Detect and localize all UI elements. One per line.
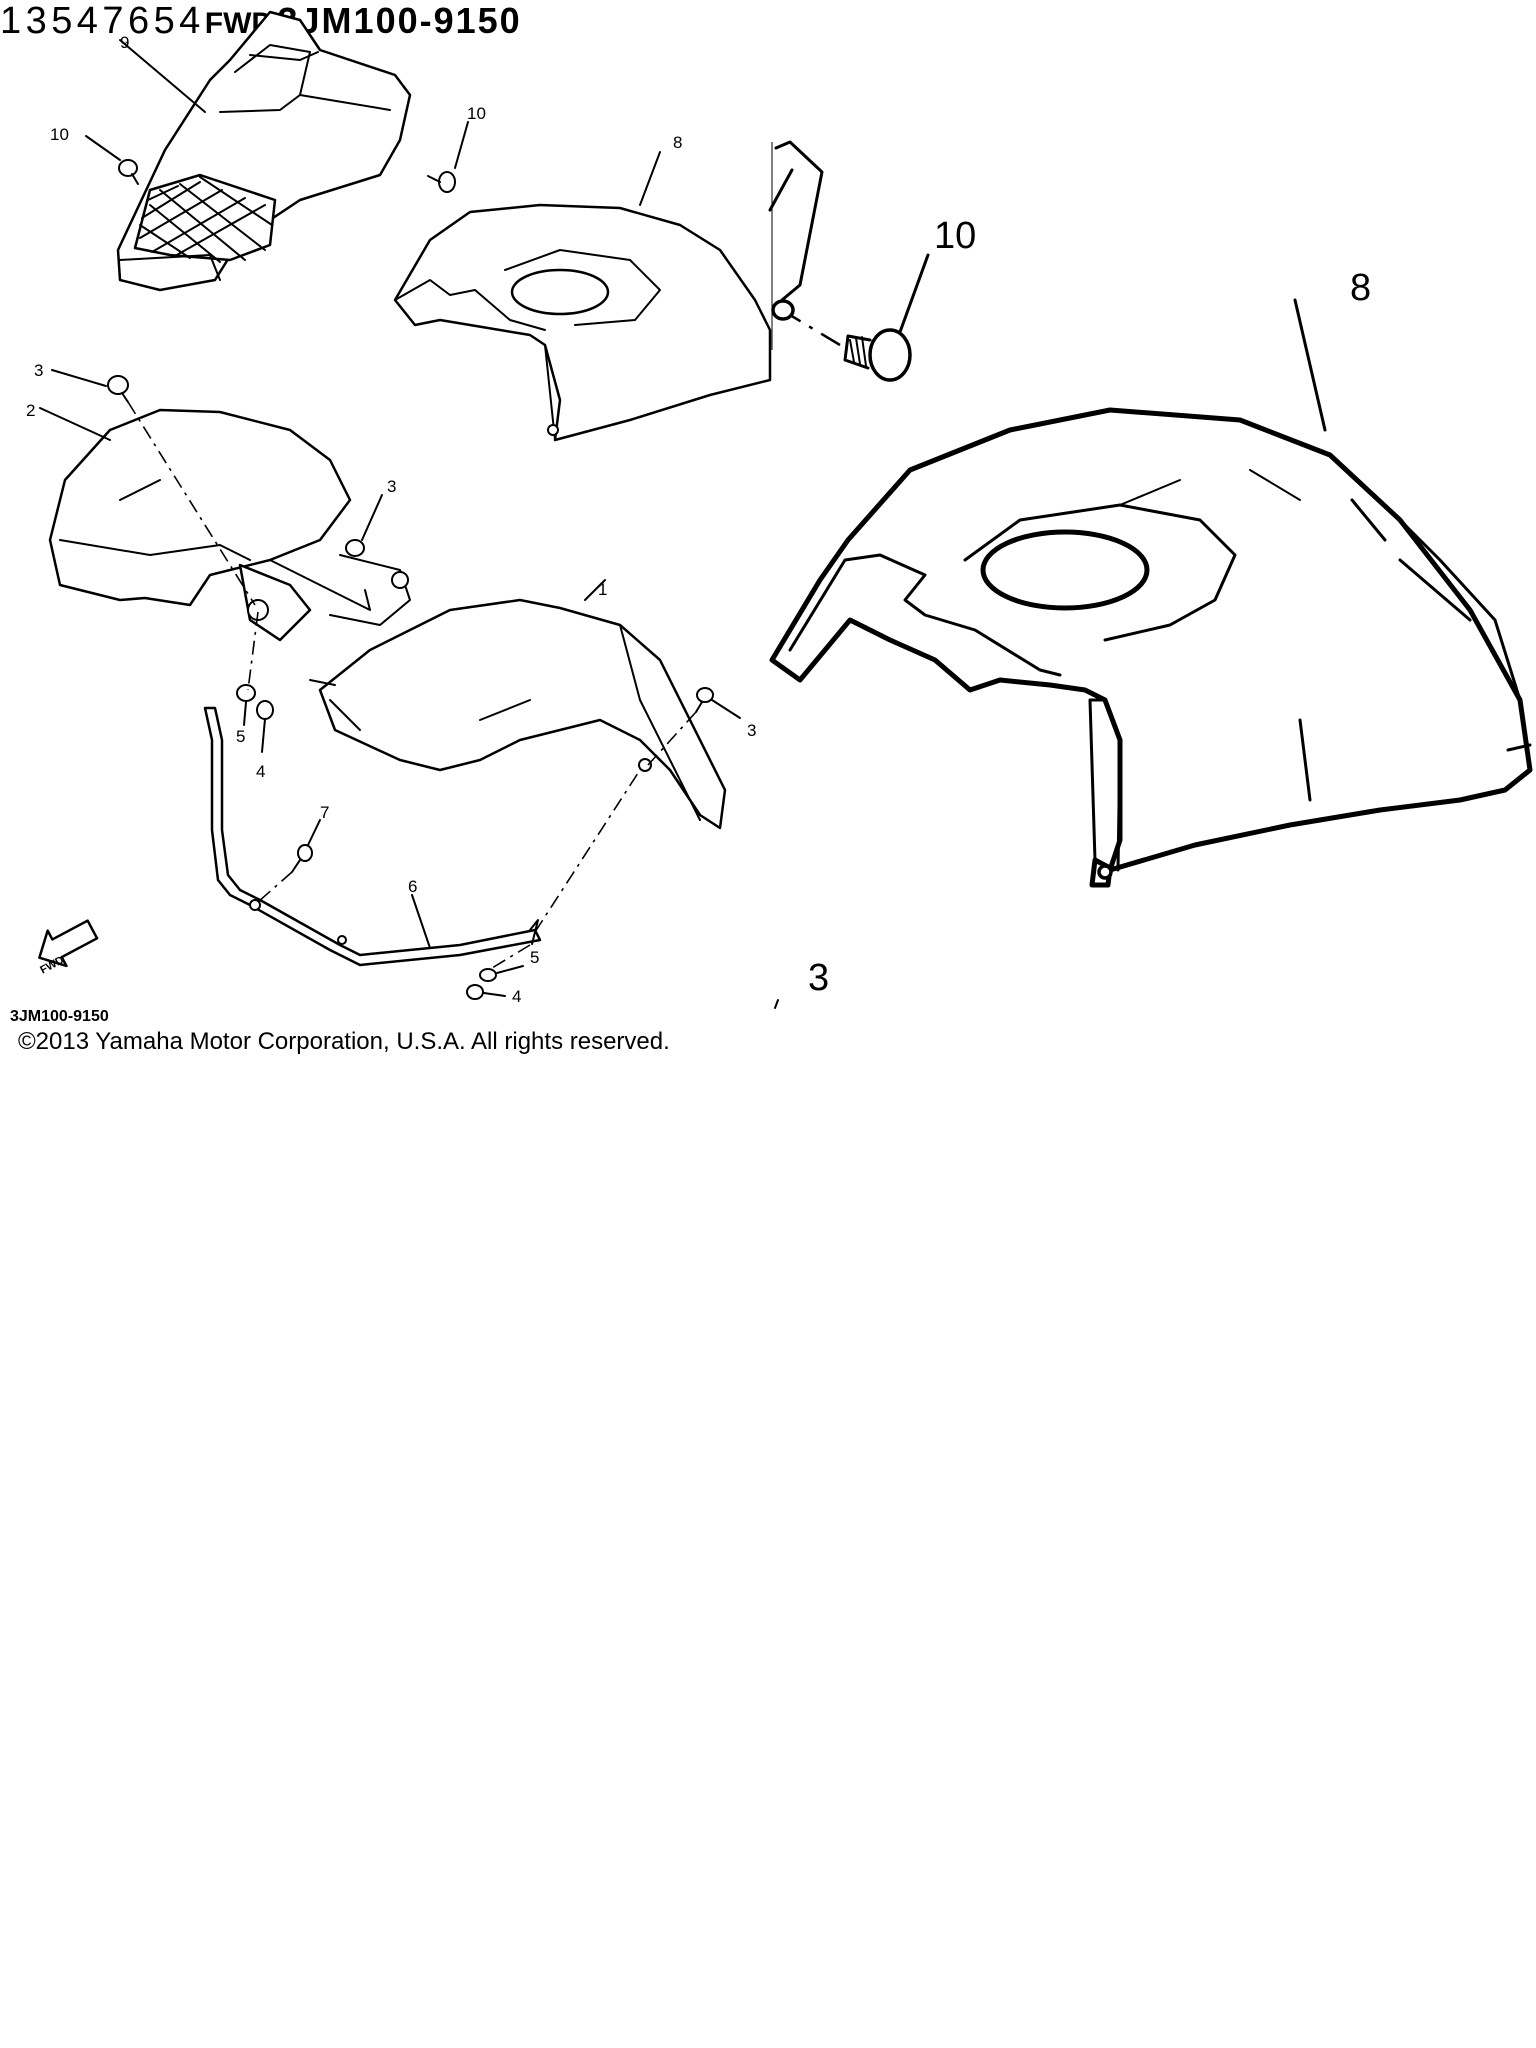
zoom-part-10-screw [771, 253, 930, 382]
callout-10-left: 10 [50, 125, 69, 144]
zoom-callout-3-cropped: 3 [808, 957, 829, 999]
leader-9 [119, 39, 206, 113]
part-7-bolt [257, 819, 321, 903]
part-10-screw-left [85, 135, 139, 185]
callout-5-lower: 5 [530, 948, 539, 967]
assembly-line-rear [247, 611, 259, 691]
zoom-part-8-tank-cover [769, 298, 1533, 888]
part-6-brace [203, 706, 641, 967]
callout-3-cover: 3 [34, 361, 43, 380]
overview-diagram: 1 2 3 3 3 4 4 5 5 6 7 8 9 10 10 FWD 3JM1… [10, 10, 772, 1025]
part-9-front-panel [116, 10, 412, 292]
zoom-callout-6: 6 [127, 0, 150, 42]
part-8-tank-cover [393, 151, 772, 442]
part-4-nut-upper [256, 700, 274, 753]
leader-2 [39, 407, 111, 441]
callout-5-upper: 5 [236, 727, 245, 746]
part-3-screw-cover [51, 369, 256, 606]
fwd-arrow-small [38, 919, 99, 968]
zoom-front-fender-assembly: 1 3 5 4 7 6 5 4 FWD 3JM100-9150 [0, 0, 522, 42]
part-4-nut-lower [466, 984, 506, 1000]
callout-3-mid: 3 [387, 477, 396, 496]
zoom-tank-cover: 10 8 3 [768, 140, 1533, 1009]
zoom-callout-4-upper: 4 [76, 0, 98, 42]
part-5-washer-upper [236, 684, 256, 726]
callout-3-fender: 3 [747, 721, 756, 740]
zoom-callout-3: 3 [25, 0, 47, 42]
callout-9: 9 [120, 33, 129, 52]
callout-6: 6 [408, 877, 417, 896]
callout-4-upper: 4 [256, 762, 265, 781]
copyright-notice: ©2013 Yamaha Motor Corporation, U.S.A. A… [18, 1028, 670, 1055]
zoom-callout-1: 1 [0, 0, 22, 42]
part-3-screw-fender [647, 687, 741, 766]
zoom-callout-10: 10 [934, 215, 976, 257]
zoom-callout-4-lower: 4 [179, 0, 201, 42]
diagram-code-small: 3JM100-9150 [10, 1008, 109, 1025]
part-10-screw-right [427, 121, 469, 193]
callout-8: 8 [673, 133, 682, 152]
callout-2: 2 [26, 401, 35, 420]
callout-4-lower: 4 [512, 987, 521, 1006]
callout-10-right: 10 [467, 104, 486, 123]
part-1-front-fender [309, 579, 727, 830]
zoom-callout-7: 7 [102, 0, 124, 42]
part-2-rear-cover [48, 408, 411, 642]
callout-1: 1 [598, 580, 607, 599]
zoom-callout-5-lower: 5 [153, 0, 175, 42]
grille [133, 173, 277, 263]
diagram-code-large: 3JM100-9150 [277, 0, 522, 41]
part-3-screw-mid [345, 494, 383, 557]
part-5-washer-lower [479, 965, 524, 982]
callout-7: 7 [320, 803, 329, 822]
zoom-callout-8: 8 [1350, 267, 1371, 309]
zoom-callout-5-upper: 5 [51, 0, 73, 42]
assembly-line-brace-end [491, 944, 531, 969]
